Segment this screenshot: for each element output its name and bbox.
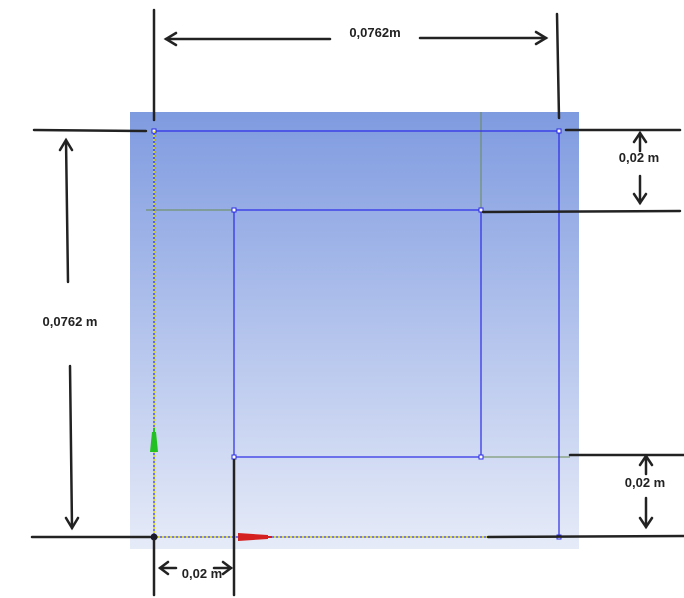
- y-axis-arrow-icon: [150, 428, 158, 452]
- dim-label-top-width: 0,0762m: [349, 25, 400, 40]
- vertex-inner-bottom-right[interactable]: [478, 454, 484, 460]
- extension-line-left-top: [32, 128, 148, 133]
- outer-square[interactable]: [153, 130, 560, 538]
- extension-line-top-right: [555, 12, 561, 120]
- dim-label-right-bottom-offset: 0,02 m: [625, 475, 665, 490]
- dim-arrow-left-down: [68, 364, 74, 530]
- dim-label-right-top-offset: 0,02 m: [619, 150, 659, 165]
- origin-dot-icon[interactable]: [150, 533, 158, 541]
- x-axis-arrow-icon: [238, 533, 272, 541]
- construction-lines: [146, 112, 570, 458]
- vertex-inner-bottom-left[interactable]: [231, 454, 237, 460]
- dimension-annotations: [30, 8, 684, 597]
- inner-square[interactable]: [233, 209, 482, 458]
- vertex-outer-top-right[interactable]: [556, 128, 562, 134]
- dim-label-bottom-left-offset: 0,02 m: [182, 566, 222, 581]
- dim-label-left-height: 0,0762 m: [43, 314, 98, 329]
- viewport-background: [130, 112, 579, 549]
- dim-arrow-left-up: [64, 138, 70, 284]
- vertex-inner-top-left[interactable]: [231, 207, 237, 213]
- extension-line-right-bottom: [486, 534, 684, 539]
- extension-line-right-inner-top: [481, 209, 682, 214]
- vertex-inner-top-right[interactable]: [478, 207, 484, 213]
